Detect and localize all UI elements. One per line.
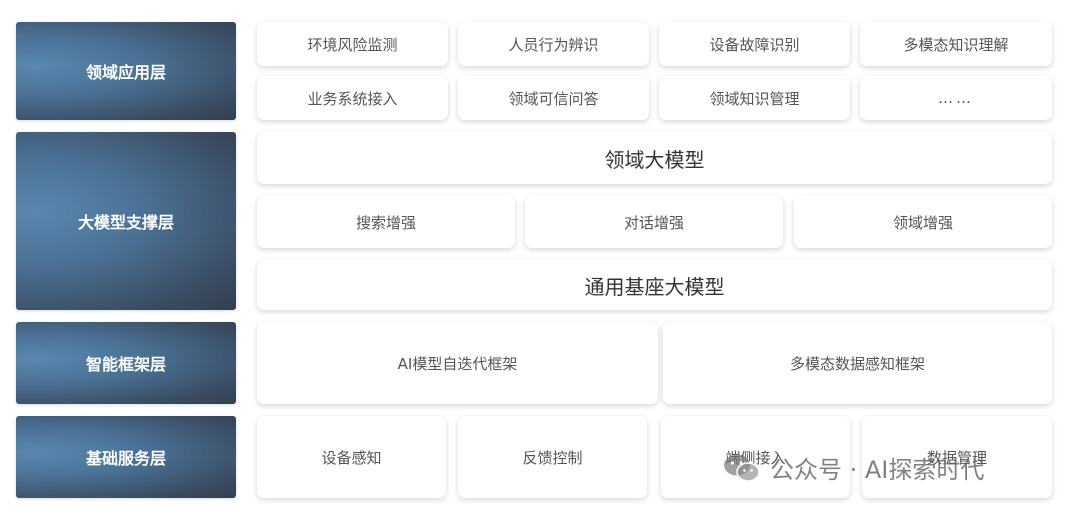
app-card-system-access: 业务系统接入: [257, 76, 448, 120]
wechat-icon: [724, 454, 760, 482]
layer-application: 领域应用层: [16, 22, 236, 120]
enhance-domain-card: 领域增强: [794, 196, 1052, 248]
layer-framework: 智能框架层: [16, 322, 236, 404]
app-card-env-risk: 环境风险监测: [257, 22, 448, 66]
domain-model-card: 领域大模型: [257, 132, 1052, 184]
layer-model-support: 大模型支撑层: [16, 132, 236, 310]
framework-perception-card: 多模态数据感知框架: [663, 322, 1052, 404]
watermark: 公众号 · AI探索时代: [722, 450, 984, 485]
app-card-qa: 领域可信问答: [458, 76, 649, 120]
base-model-card: 通用基座大模型: [257, 260, 1052, 310]
app-card-fault: 设备故障识别: [659, 22, 850, 66]
app-card-multimodal: 多模态知识理解: [860, 22, 1052, 66]
service-device-sensing-card: 设备感知: [257, 416, 446, 498]
service-edge-access-card: 端侧接入: [661, 416, 850, 498]
service-feedback-control-card: 反馈控制: [458, 416, 647, 498]
app-card-knowledge-mgmt: 领域知识管理: [659, 76, 850, 120]
watermark-text: 公众号 · AI探索时代: [770, 456, 985, 484]
framework-self-iteration-card: AI模型自迭代框架: [257, 322, 658, 404]
layer-services: 基础服务层: [16, 416, 236, 498]
app-card-more: ……: [860, 76, 1052, 120]
service-data-mgmt-card: 数据管理: [862, 416, 1052, 498]
app-card-behavior: 人员行为辨识: [458, 22, 649, 66]
enhance-dialog-card: 对话增强: [525, 196, 783, 248]
enhance-search-card: 搜索增强: [257, 196, 515, 248]
